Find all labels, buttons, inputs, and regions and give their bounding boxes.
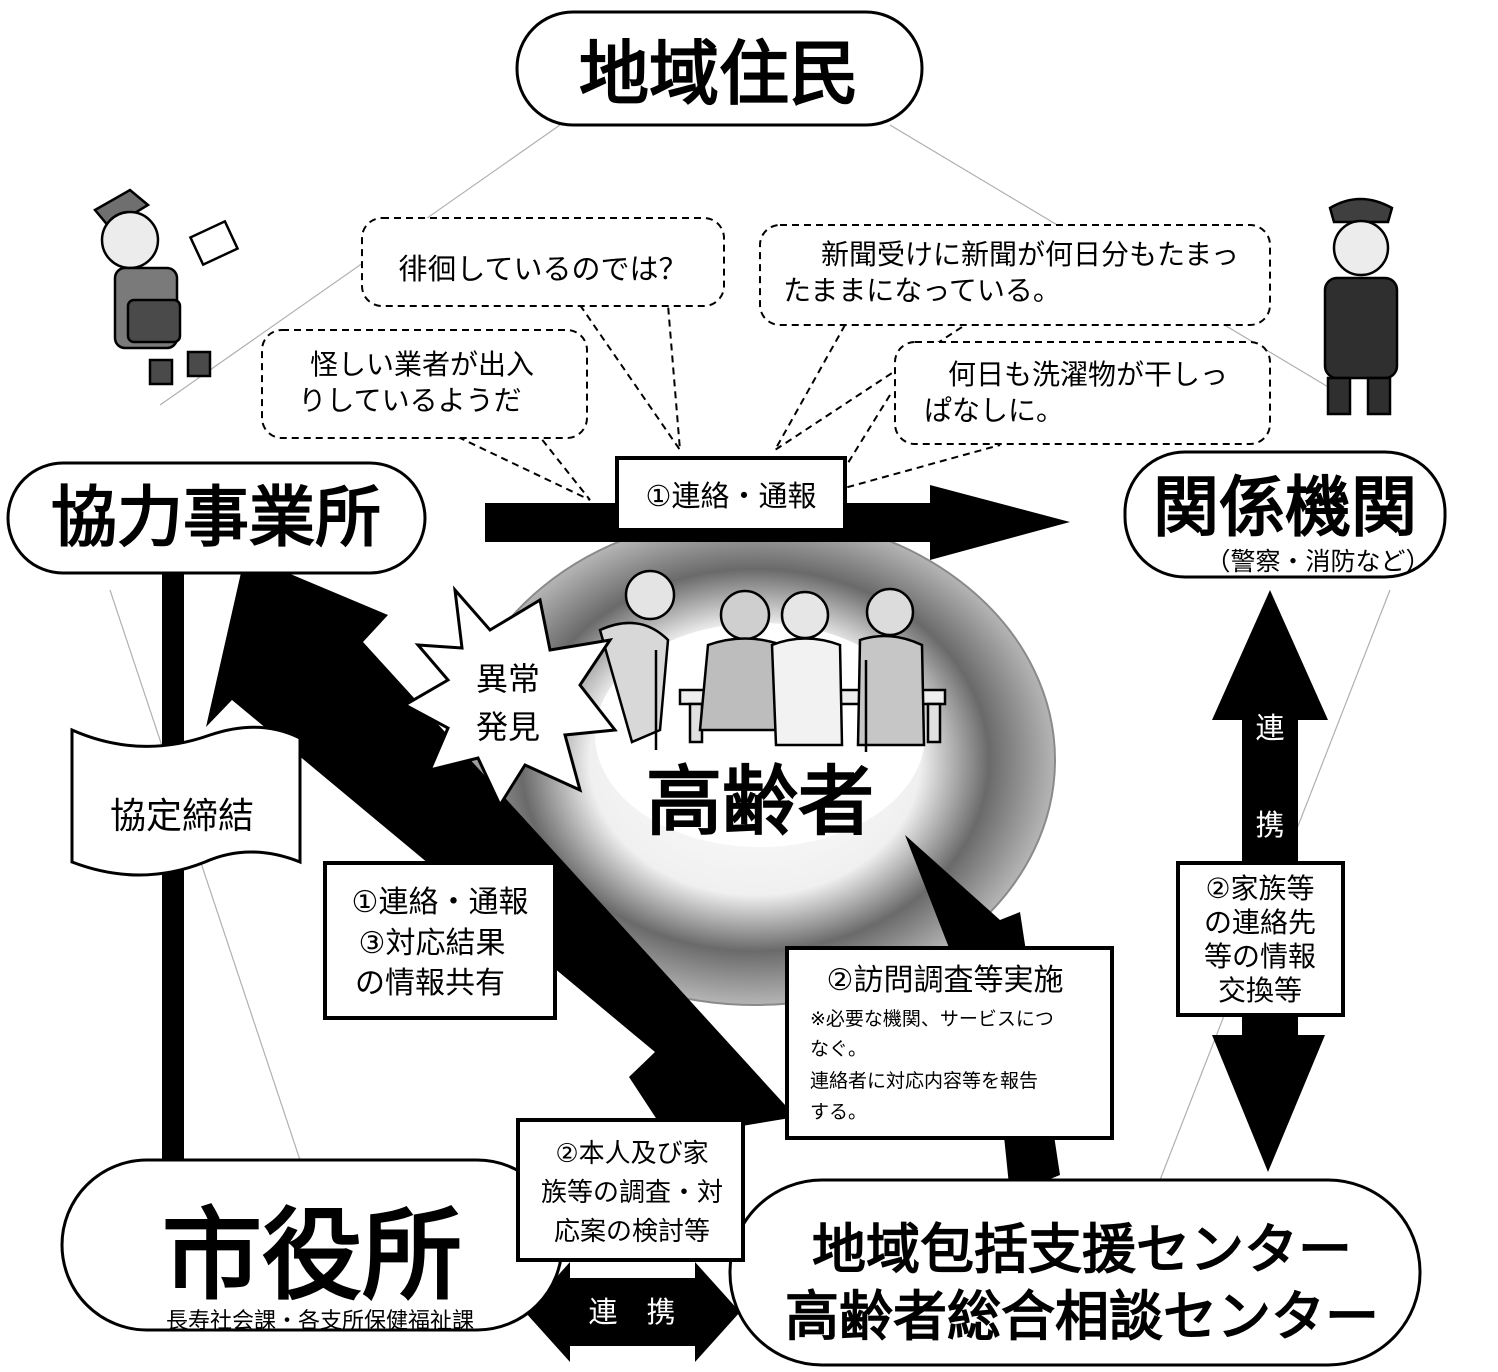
- survey-line2: 族等の調査・対: [541, 1178, 723, 1208]
- node-center-line2: 高齢者総合相談センター: [785, 1285, 1379, 1348]
- node-support-center: 地域包括支援センター 高齢者総合相談センター: [728, 1178, 1422, 1367]
- node-residents: 地域住民: [515, 10, 924, 127]
- node-partner-label: 協力事業所: [51, 479, 381, 556]
- visit-note4: する。: [810, 1101, 867, 1123]
- agreement-flag: 協定締結: [70, 725, 302, 877]
- anomaly-line1: 異常: [476, 660, 540, 698]
- node-partner: 協力事業所: [6, 461, 427, 575]
- anomaly-starburst: 異常 発見: [401, 585, 618, 809]
- node-elderly-label: 高齢者: [646, 757, 874, 846]
- node-center-line1: 地域包括支援センター: [812, 1218, 1352, 1281]
- bubble-suspicious: 怪しい業者が出入 りしているようだ: [261, 329, 588, 439]
- bubble-suspicious-line1: 怪しい業者が出入: [310, 348, 534, 381]
- visit-survey-box: ②訪問調査等実施 ※必要な機関、サービスにつ なぐ。 連絡者に対応内容等を報告 …: [785, 946, 1114, 1140]
- node-residents-label: 地域住民: [579, 33, 859, 115]
- bubble-wandering: 徘徊しているのでは？: [361, 217, 725, 307]
- bubble-wandering-text: 徘徊しているのでは？: [398, 252, 687, 286]
- anomaly-line2: 発見: [476, 708, 540, 746]
- postman-illustration: [93, 188, 240, 386]
- visit-note1: ※必要な機関、サービスにつ: [810, 1008, 1054, 1030]
- node-agencies-sub: （警察・消防など）: [1205, 547, 1430, 576]
- node-agencies-label: 関係機関: [1153, 469, 1417, 546]
- node-city-office: 市役所 長寿社会課・各支所保健福祉課: [60, 1158, 564, 1334]
- family-line2: の連絡先: [1204, 906, 1316, 939]
- elderly-group-illustration: [598, 569, 947, 752]
- arrow-city-center: [525, 1262, 740, 1362]
- left-box-line2: ③対応結果: [359, 926, 506, 961]
- label-contact-top: ①連絡・通報: [615, 456, 847, 532]
- bubble-laundry-line1: 何日も洗濯物が干しっ: [948, 358, 1228, 391]
- left-box-line3: の情報共有: [355, 966, 505, 1001]
- arrow-partner-center: [206, 555, 796, 1138]
- survey-line1: ②本人及び家: [555, 1139, 708, 1169]
- left-box-line1: ①連絡・通報: [352, 885, 529, 920]
- node-city-office-label: 市役所: [162, 1197, 462, 1314]
- visit-note2: なぐ。: [810, 1038, 867, 1060]
- bubble-newspaper-line1: 新聞受けに新聞が何日分もたまっ: [821, 238, 1239, 271]
- node-agencies: 関係機関 （警察・消防など）: [1123, 450, 1447, 579]
- bubble-newspaper: 新聞受けに新聞が何日分もたまっ たままになっている。: [759, 224, 1271, 326]
- coop-vertical-char2: 携: [1255, 808, 1284, 842]
- survey-line3: 応案の検討等: [554, 1217, 710, 1247]
- survey-box: ②本人及び家 族等の調査・対 応案の検討等: [516, 1118, 745, 1262]
- node-city-office-sub: 長寿社会課・各支所保健福祉課: [166, 1309, 474, 1334]
- bubble-newspaper-line2: たままになっている。: [783, 274, 1061, 307]
- family-line3: 等の情報: [1204, 940, 1316, 973]
- bubble-suspicious-line2: りしているようだ: [298, 384, 521, 417]
- coop-vertical-char1: 連: [1255, 711, 1284, 745]
- visit-note3: 連絡者に対応内容等を報告: [810, 1070, 1038, 1092]
- visit-title: ②訪問調査等実施: [827, 963, 1064, 998]
- bubble-laundry-line2: ぱなしに。: [924, 394, 1064, 427]
- label-contact-top-text: ①連絡・通報: [646, 479, 817, 513]
- bubble-laundry: 何日も洗濯物が干しっ ぱなしに。: [894, 341, 1271, 445]
- left-info-box: ①連絡・通報 ③対応結果 の情報共有: [323, 861, 557, 1020]
- police-officer-illustration: [1323, 197, 1399, 416]
- family-line1: ②家族等: [1205, 872, 1314, 905]
- agreement-label: 協定締結: [110, 796, 254, 837]
- coop-horizontal-label: 連 携: [588, 1295, 675, 1329]
- family-line4: 交換等: [1218, 974, 1302, 1007]
- family-info-box: ②家族等 の連絡先 等の情報 交換等: [1176, 861, 1345, 1017]
